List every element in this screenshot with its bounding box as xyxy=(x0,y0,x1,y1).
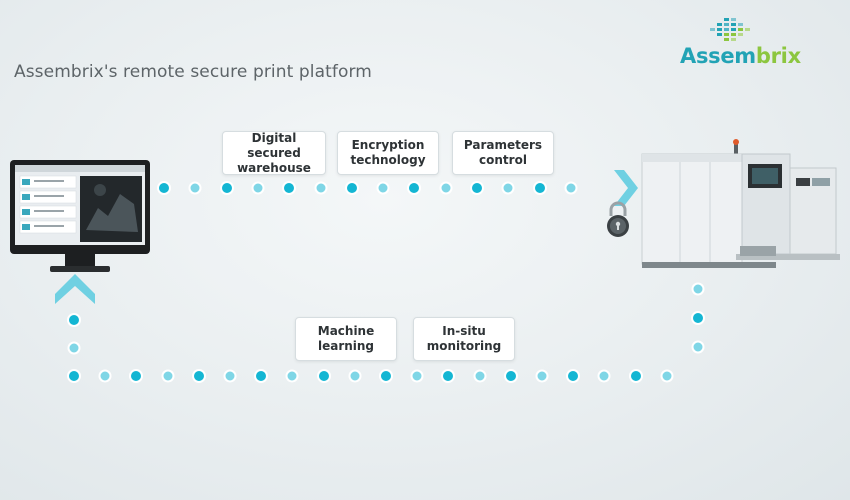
flow-dot xyxy=(348,369,362,383)
flow-dot xyxy=(439,181,453,195)
logo-text-assem: Assem xyxy=(680,44,756,68)
flow-dot xyxy=(691,282,705,296)
flow-dot xyxy=(504,369,518,383)
page-title: Assembrix's remote secure print platform xyxy=(14,62,372,82)
flow-dot xyxy=(564,181,578,195)
flow-dot xyxy=(410,369,424,383)
flow-dot xyxy=(470,181,484,195)
flow-dot xyxy=(566,369,580,383)
flow-dot xyxy=(473,369,487,383)
logo-wordmark: Assembrix xyxy=(680,44,801,68)
flow-dot xyxy=(597,369,611,383)
flow-dot xyxy=(441,369,455,383)
logo-text-brix: brix xyxy=(755,44,801,68)
flow-dot xyxy=(223,369,237,383)
flow-dot xyxy=(251,181,265,195)
monitor-icon xyxy=(10,160,150,272)
flow-dot xyxy=(98,369,112,383)
3d-printer-icon: ​ xyxy=(641,139,840,268)
flow-dot xyxy=(533,181,547,195)
flow-dot xyxy=(129,369,143,383)
arrow-up-icon xyxy=(55,274,95,304)
label-in-situ-monitoring: In-situ monitoring xyxy=(413,317,515,361)
flow-dots xyxy=(67,181,705,383)
flow-dot xyxy=(67,313,81,327)
flow-dot xyxy=(285,369,299,383)
flow-dot xyxy=(317,369,331,383)
flow-dot xyxy=(660,369,674,383)
flow-dot xyxy=(161,369,175,383)
logo-mark-icon xyxy=(710,18,750,41)
label-machine-learning: Machine learning xyxy=(295,317,397,361)
flow-dot xyxy=(379,369,393,383)
flow-dot xyxy=(691,311,705,325)
label-parameters-control: Parameters control xyxy=(452,131,554,175)
label-encryption-technology: Encryption technology xyxy=(337,131,439,175)
flow-dot xyxy=(691,340,705,354)
flow-dot xyxy=(67,369,81,383)
flow-dot xyxy=(192,369,206,383)
flow-dot xyxy=(407,181,421,195)
flow-dot xyxy=(220,181,234,195)
flow-dot xyxy=(314,181,328,195)
flow-dot xyxy=(157,181,171,195)
flow-dot xyxy=(376,181,390,195)
flow-dot xyxy=(188,181,202,195)
flow-dot xyxy=(501,181,515,195)
flow-dot xyxy=(67,341,81,355)
arrow-right-icon xyxy=(614,170,638,206)
assembrix-logo: Assembrix xyxy=(680,18,801,72)
flow-dot xyxy=(535,369,549,383)
flow-dot xyxy=(345,181,359,195)
flow-dot xyxy=(282,181,296,195)
flow-dot xyxy=(254,369,268,383)
flow-dot xyxy=(629,369,643,383)
padlock-icon xyxy=(607,201,629,237)
label-digital-secured-warehouse: Digital secured warehouse xyxy=(222,131,326,175)
